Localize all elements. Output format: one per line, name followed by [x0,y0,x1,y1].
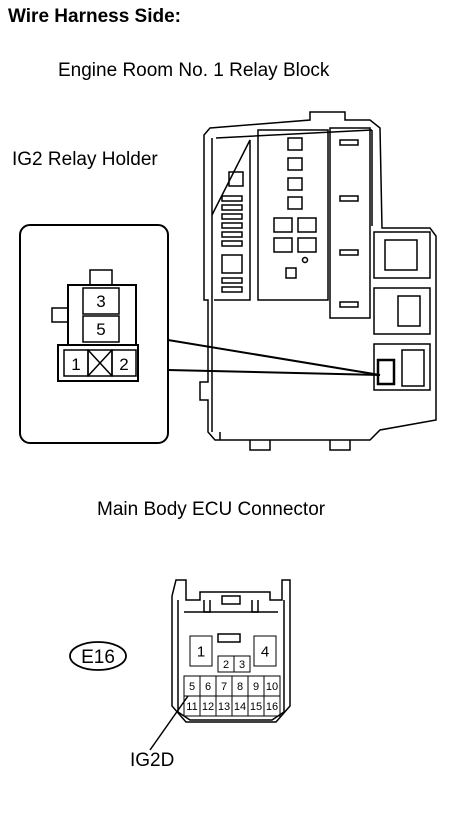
relay-holder-title: IG2 Relay Holder [12,149,158,170]
relay-block-title: Engine Room No. 1 Relay Block [58,60,330,81]
ecu-connector-code: E16 [81,647,115,668]
relay-block [199,111,437,451]
ecu-pin-4: 4 [261,643,269,660]
relay-pin-5: 5 [96,320,105,339]
relay-pin-1: 1 [71,355,80,374]
ecu-pin-16: 16 [266,701,278,713]
ecu-pin-14: 14 [234,701,246,713]
ecu-pin-11: 11 [186,701,197,713]
ecu-pin-12: 12 [202,701,214,713]
ecu-pin-2: 2 [223,659,229,671]
relay-pin-3: 3 [96,292,105,311]
relay-holder-pins: 3 5 1 2 [71,292,128,374]
ecu-pin-7: 7 [221,681,227,693]
ecu-pin-1: 1 [197,643,205,660]
relay-holder-callout [19,224,381,444]
relay-pin-2: 2 [119,355,128,374]
ecu-connector-title: Main Body ECU Connector [97,499,326,520]
ecu-pin-6: 6 [205,681,211,693]
ecu-pin-3: 3 [239,659,245,671]
ecu-pin-8: 8 [237,681,243,693]
ecu-pin-15: 15 [250,701,262,713]
ecu-pin-5: 5 [189,681,195,693]
ecu-pin-cell [263,695,281,717]
ecu-pin-cell [189,635,213,667]
ecu-pin-cell [253,635,277,667]
ecu-pin-cell [233,655,251,673]
page-heading: Wire Harness Side: [8,6,182,27]
ecu-pin-10: 10 [266,681,278,693]
ecu-pin-9: 9 [253,681,259,693]
ecu-connector-body [69,579,291,751]
ecu-pin-13: 13 [218,701,230,713]
ig2d-pin-label: IG2D [130,750,175,771]
